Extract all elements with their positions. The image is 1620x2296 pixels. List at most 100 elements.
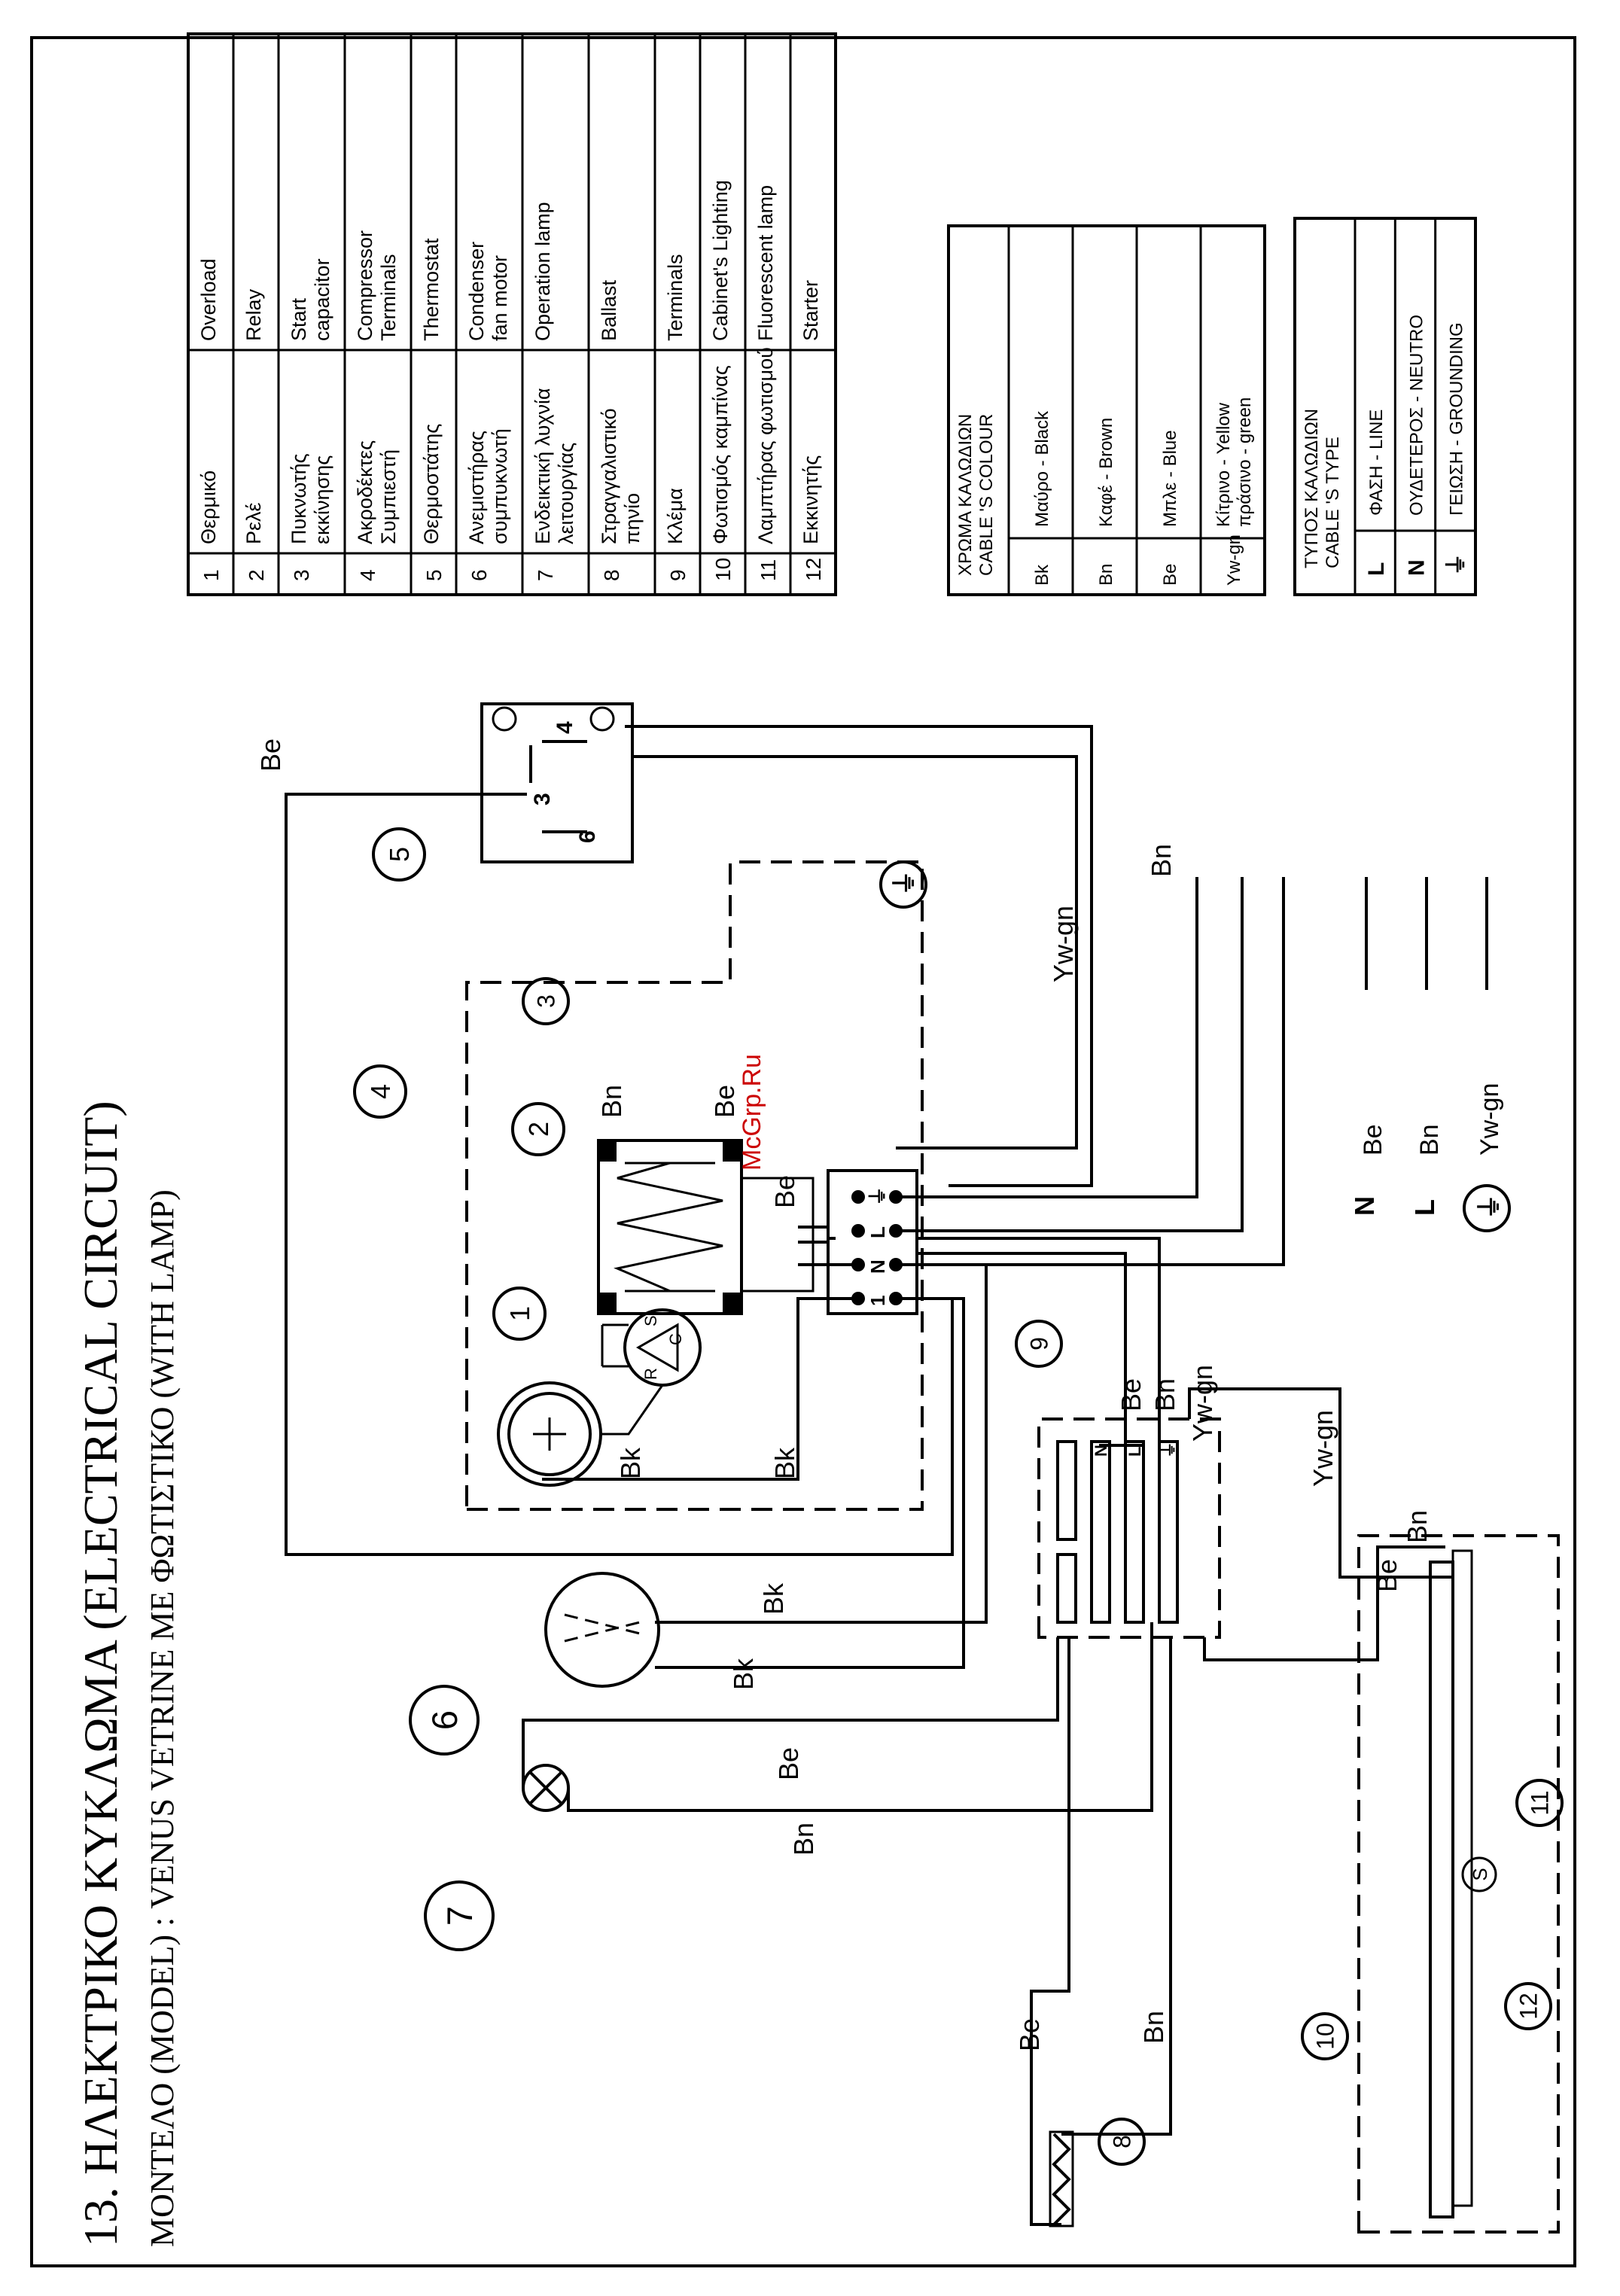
part-name-greek-line1: Στραγγαλιστικό [598, 408, 620, 544]
wire-label-bn-2: Bn [596, 1085, 627, 1118]
wire-label-be-1: Be [255, 738, 286, 772]
external-supply: N L ⏚ Be Bn Yw-gn [1349, 1083, 1511, 1232]
type-code: N [1404, 559, 1429, 576]
part-number: 10 [711, 558, 735, 581]
block-ground-symbol: ⏚ [879, 860, 927, 909]
part-name-english-line2: Terminals [377, 254, 400, 341]
terminal-label-n: N [866, 1259, 889, 1274]
part-number: 7 [534, 569, 557, 581]
callout-4: 4 [365, 1084, 396, 1099]
wire-label-bn-3: Bn [1150, 1378, 1180, 1411]
starter-symbol [1461, 1856, 1497, 1893]
type-desc: ΟΥΔΕΤΕΡΟΣ - NEUTRO [1406, 315, 1427, 516]
colour-code: Bk [1032, 564, 1052, 586]
type-table-header-line2: CABLE 'S TYPE [1323, 437, 1343, 568]
wire-label-bn-5: Bn [788, 1822, 819, 1856]
cabinet-lighting-box [1357, 1534, 1560, 2234]
wire-label-be-5: Be [1372, 1559, 1402, 1592]
callout-circle-6 [409, 1685, 480, 1755]
part-name-greek: Κλέμα [664, 488, 687, 544]
colour-code: Yw-gn [1224, 534, 1244, 586]
wire-label-bk-4: Bk [728, 1658, 759, 1690]
type-desc: ΦΑΣΗ - LINE [1366, 410, 1387, 516]
wire-label-be-2: Be [709, 1085, 740, 1118]
diagram-title: 13. ΗΛΕΚΤΡΙΚΟ ΚΥΚΛΩΜΑ (ELECTRICAL CIRCUI… [74, 1101, 127, 2247]
callout-6: 6 [425, 1710, 464, 1730]
thermostat-symbol: 3 4 6 [480, 702, 634, 863]
operation-lamp-symbol [522, 1764, 570, 1812]
callout-7: 7 [440, 1906, 480, 1926]
part-name-greek: Εκκινητής [799, 455, 822, 544]
part-number: 3 [290, 569, 313, 581]
part-name-greek: Φωτισμός καμπίνας [709, 365, 732, 544]
part-name-english-line2: capacitor [311, 258, 333, 341]
callout-9: 9 [1025, 1337, 1052, 1350]
part-number: 12 [802, 558, 825, 581]
callout-circle-10 [1301, 2012, 1349, 2060]
colour-table-header-line2: CABLE 'S COLOUR [976, 414, 997, 576]
part-number: 2 [245, 569, 268, 581]
compressor-pin-r: R [641, 1368, 660, 1380]
wire-label-ywgn-2: Yw-gn [1187, 1365, 1218, 1442]
callout-11: 11 [1526, 1790, 1553, 1815]
supply-ground-glyph: ⏚ [1475, 1194, 1504, 1220]
colour-code: Bn [1096, 564, 1116, 586]
part-name-greek: Θερμικό [197, 470, 220, 544]
wire-label-bn-6: Bn [1138, 2011, 1169, 2044]
part-name-english-line1: Compressor [354, 230, 376, 341]
part-name-english: Relay [242, 288, 265, 341]
part-name-english: Fluorescent lamp [754, 185, 777, 341]
type-desc: ΓΕΙΩΣΗ - GROUNDING [1447, 322, 1467, 516]
callout-circle-7 [424, 1880, 495, 1951]
condenser-fan-symbol [544, 1572, 660, 1688]
callout-5: 5 [384, 847, 415, 862]
part-name-greek-line1: Ενδεικτική λυχνία [531, 388, 554, 544]
part-name-greek-line2: συμπυκνωτή [489, 428, 511, 544]
start-capacitor-symbol [741, 1177, 828, 1293]
compressor-symbol: C S R [601, 1308, 702, 1436]
callout-circle-1 [492, 1287, 547, 1341]
part-number: 1 [199, 569, 223, 581]
part-name-greek-line2: λειτουργίας [555, 443, 577, 544]
page-frame [30, 36, 1576, 2267]
terminal-label-l: L [866, 1226, 889, 1238]
wire-label-be-4: Be [1116, 1378, 1146, 1411]
callout-circle-3 [522, 977, 570, 1025]
wire-label-bn-4: Bn [1402, 1510, 1433, 1543]
callout-12: 12 [1515, 1993, 1542, 2020]
type-code: L [1364, 562, 1389, 576]
callout-3: 3 [532, 994, 559, 1008]
part-name-english: Ballast [598, 279, 620, 341]
strip-label-l: L [1125, 1447, 1144, 1457]
part-name-greek: Λαμπτήρας φωτισμού [754, 347, 777, 544]
part-name-greek: Ρελέ [242, 502, 265, 544]
relay-symbol [597, 1139, 743, 1315]
terminal-strip: N L ⏚ [1037, 1417, 1221, 1639]
callout-circle-9 [1015, 1320, 1063, 1368]
callout-circle-4 [353, 1064, 407, 1119]
colour-desc: Μπλε - Blue [1160, 430, 1180, 527]
supply-wire-ywgn: Yw-gn [1475, 1083, 1504, 1156]
part-name-english: Cabinet's Lighting [709, 180, 732, 341]
part-number: 4 [356, 569, 379, 581]
wire-label-bn-1: Bn [1146, 844, 1177, 877]
callout-1: 1 [504, 1306, 535, 1321]
part-name-english: Overload [197, 258, 220, 341]
compressor-pin-c: C [666, 1333, 685, 1345]
colour-desc-line2: πράσινο - green [1235, 397, 1255, 527]
part-number: 9 [666, 569, 690, 581]
diagram-subtitle: ΜΟΝΤΕΛΟ (MODEL) : VENUS VETRINE ME ΦΩΤΙΣ… [144, 1189, 181, 2247]
part-name-greek-line1: Πυκνωτής [288, 453, 310, 544]
compressor-terminal-box [465, 860, 924, 1511]
part-name-english: Terminals [664, 254, 687, 341]
parts-table-border [187, 32, 837, 596]
wire-label-ywgn-3: Yw-gn [1308, 1410, 1338, 1487]
callout-circle-8 [1098, 2118, 1146, 2166]
compressor-pin-s: S [641, 1315, 660, 1326]
strip-label-n: N [1092, 1445, 1110, 1457]
supply-wire-be: Be [1359, 1124, 1387, 1156]
